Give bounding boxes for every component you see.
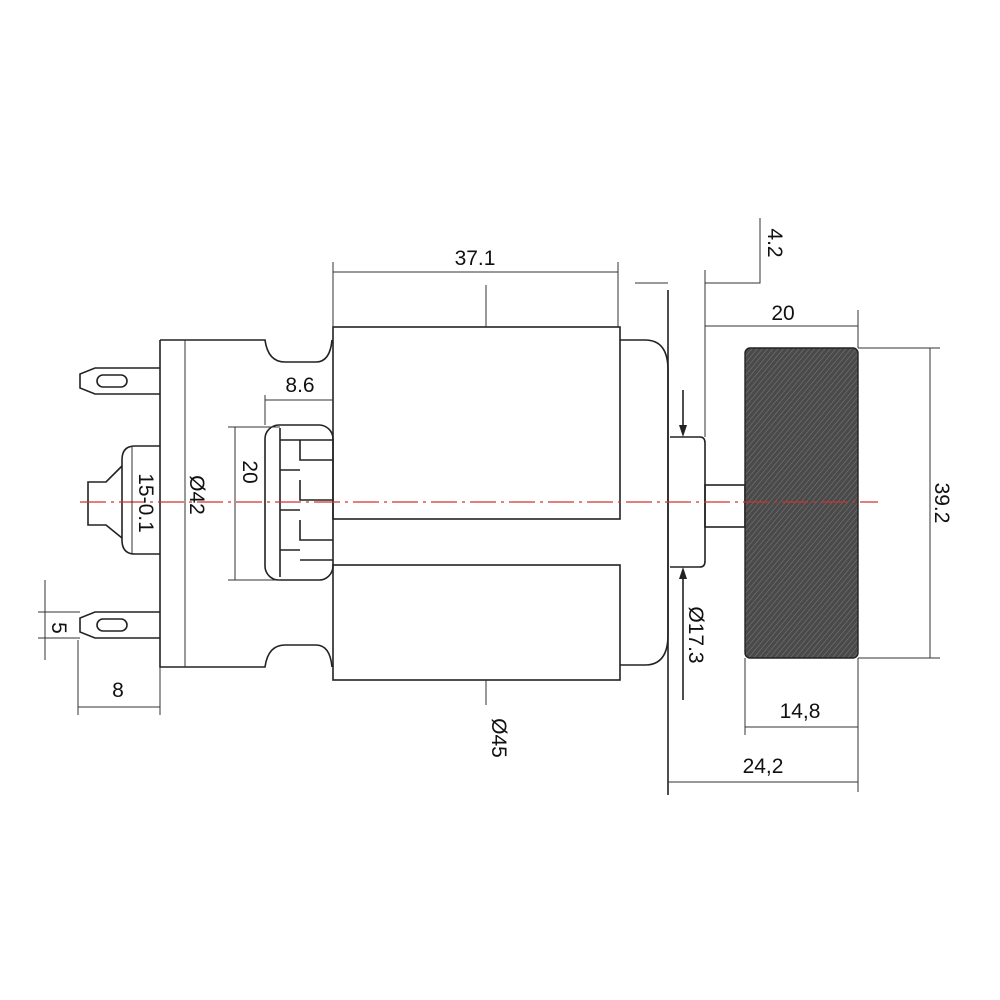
dim-flange-gap: 4.2 xyxy=(763,228,786,257)
dim-connector-offset: 8.6 xyxy=(285,374,314,397)
end-cap xyxy=(159,339,333,668)
dim-flange-to-roller-end: 24,2 xyxy=(743,755,784,778)
dim-boss-diameter: Ø17.3 xyxy=(684,606,707,663)
dim-roller-width: 14,8 xyxy=(780,700,821,723)
dim-terminal-width: 5 xyxy=(47,622,70,634)
terminal-top xyxy=(79,367,160,395)
shaft xyxy=(704,484,746,528)
dim-roller-diameter: 39.2 xyxy=(930,483,953,524)
dim-body-length: 37.1 xyxy=(455,247,496,270)
dim-endcap-diameter: Ø42 xyxy=(185,475,208,515)
dim-terminal-length: 8 xyxy=(112,679,124,702)
dim-body-diameter: Ø45 xyxy=(487,718,510,758)
dim-connector-height: 20 xyxy=(238,460,261,483)
dim-shaft-to-roller-end: 20 xyxy=(771,302,794,325)
roller xyxy=(744,347,859,659)
dimension-lines xyxy=(38,218,940,792)
terminal-bottom xyxy=(79,611,160,639)
motor-body xyxy=(332,326,669,681)
end-nub xyxy=(87,445,160,555)
dim-nub-diameter: 15-0.1 xyxy=(134,473,157,533)
